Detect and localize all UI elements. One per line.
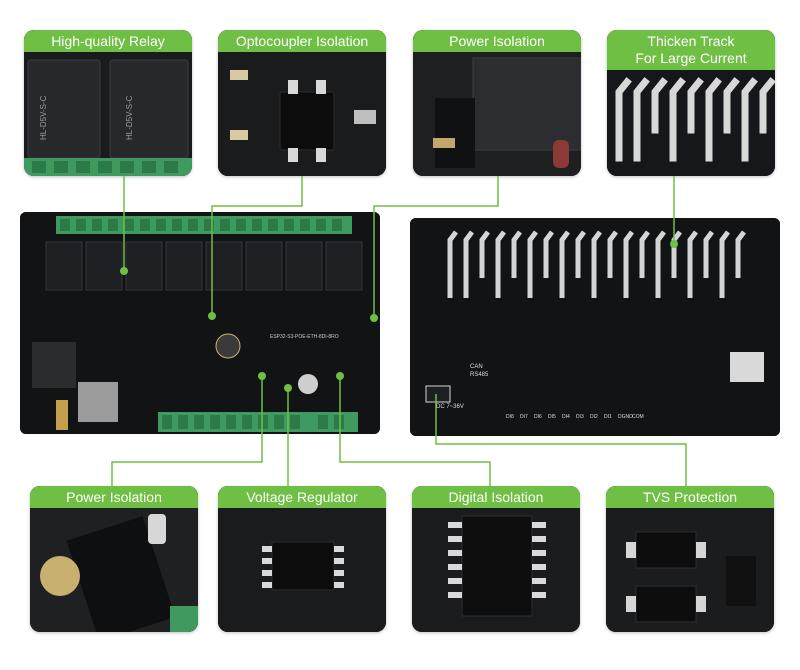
voltage-regulator-label: Voltage Regulator: [218, 486, 386, 508]
voltage-regulator-callout: Voltage Regulator: [218, 486, 386, 632]
optocoupler-callout-label: Optocoupler Isolation: [218, 30, 386, 52]
relay-callout-label: High-quality Relay: [24, 30, 192, 52]
di-label: DI5: [548, 414, 556, 420]
di-label: DI2: [590, 414, 598, 420]
thick-track-label-line1: Thicken Track: [647, 33, 735, 49]
dc-input-text: DC 7~36V: [436, 404, 464, 410]
digital-isolation-image: [412, 486, 580, 632]
tvs-protection-callout: TVS Protection: [606, 486, 774, 632]
rs485-label: RS485: [470, 372, 489, 378]
power-isolation-top-callout: Power Isolation: [413, 30, 581, 176]
power-isolation-top-label: Power Isolation: [413, 30, 581, 52]
relay-closeup-image: HL-D5V-S-C HL-D5V-S-C: [24, 30, 192, 176]
can-label: CAN: [470, 364, 483, 370]
board-front-image: ESP32-S3-POE-ETH-8DI-8RO: [20, 212, 380, 434]
board-model-text: ESP32-S3-POE-ETH-8DI-8RO: [270, 334, 339, 340]
optocoupler-closeup-image: [218, 30, 386, 176]
optocoupler-callout: Optocoupler Isolation: [218, 30, 386, 176]
board-back-view: DC 7~36V CAN RS485 DI8 DI7 DI6 DI5 DI4 DI3 DI2…: [410, 218, 780, 436]
tvs-protection-image: [606, 486, 774, 632]
di-label: DGND: [618, 414, 633, 420]
di-label: COM: [632, 414, 644, 420]
relay-marking-left: HL-D5V-S-C: [39, 95, 48, 140]
thick-track-label-line2: For Large Current: [635, 50, 747, 66]
thick-track-callout: Thicken Track For Large Current: [607, 30, 775, 176]
di-label: DI7: [520, 414, 528, 420]
power-isolation-bottom-label: Power Isolation: [30, 486, 198, 508]
power-isolation-bottom-image: [30, 486, 198, 632]
di-label: DI1: [604, 414, 612, 420]
di-label: DI3: [576, 414, 584, 420]
board-back-image: DC 7~36V CAN RS485 DI8 DI7 DI6 DI5 DI4 DI3 DI2…: [410, 218, 780, 436]
di-label: DI8: [506, 414, 514, 420]
tvs-protection-label: TVS Protection: [606, 486, 774, 508]
power-isolation-bottom-callout: Power Isolation: [30, 486, 198, 632]
voltage-regulator-image: [218, 486, 386, 632]
di-label: DI6: [534, 414, 542, 420]
relay-marking-right: HL-D5V-S-C: [125, 95, 134, 140]
power-isolation-top-image: [413, 30, 581, 176]
relay-callout: High-quality Relay HL-D5V-S-C HL-D5V-S-C: [24, 30, 192, 176]
digital-isolation-label: Digital Isolation: [412, 486, 580, 508]
di-label: DI4: [562, 414, 570, 420]
board-front-view: ESP32-S3-POE-ETH-8DI-8RO: [20, 212, 380, 434]
digital-isolation-callout: Digital Isolation: [412, 486, 580, 632]
thick-track-label: Thicken Track For Large Current: [607, 30, 775, 70]
